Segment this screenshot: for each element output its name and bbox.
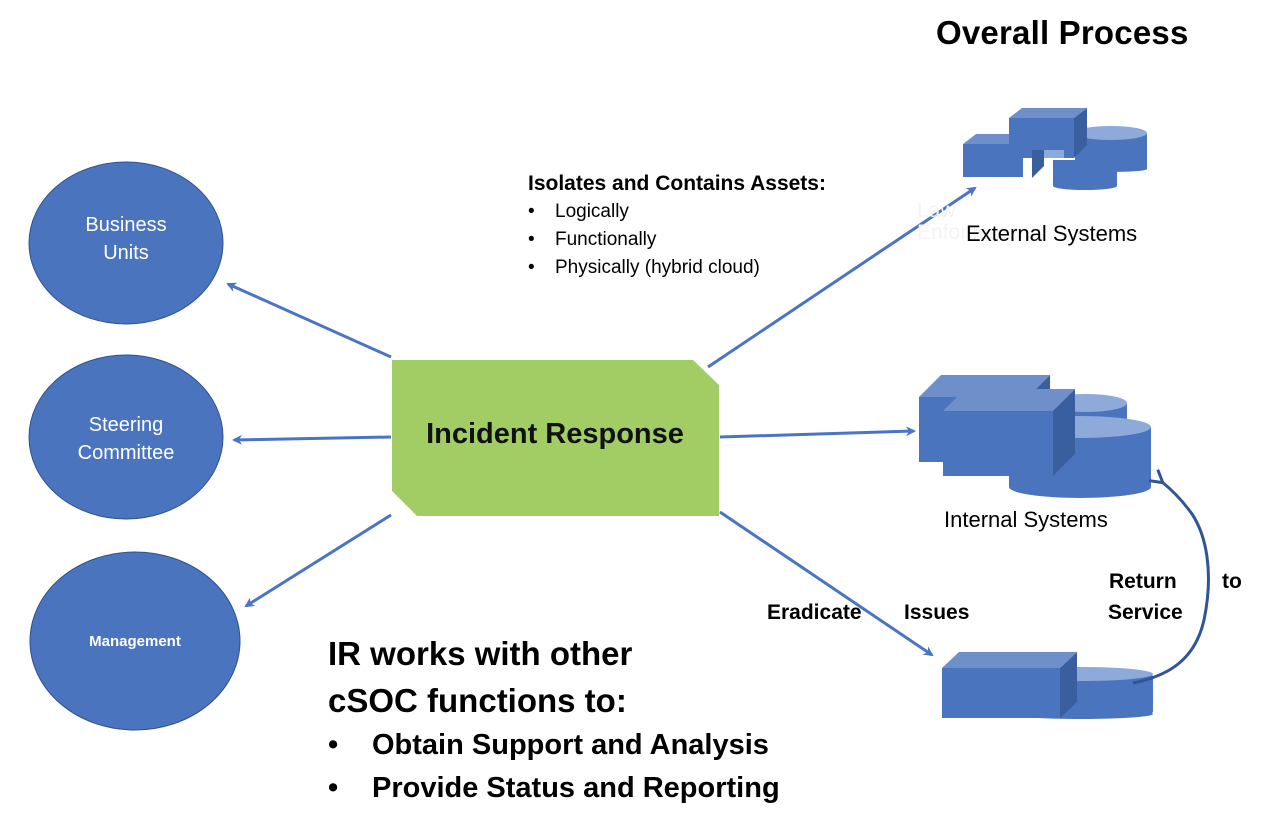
isolates-item: Physically (hybrid cloud) (528, 254, 826, 282)
return-label-word3: Service (1108, 601, 1183, 624)
eradicate-label-word1: Eradicate (767, 601, 862, 624)
ghost-line2: Enforcement (917, 221, 1037, 244)
summary-heading-line2: cSOC functions to: (328, 682, 627, 719)
business-units-node (28, 161, 224, 325)
summary-list: Obtain Support and Analysis Provide Stat… (328, 724, 780, 810)
steering-committee-node (28, 354, 224, 520)
management-node (29, 551, 241, 731)
summary-heading-line1: IR works with other (328, 635, 633, 672)
arrow-to-remediation-system (719, 510, 934, 657)
arrow-to-management (244, 513, 392, 608)
management-label-line1: Management (89, 633, 181, 650)
external-systems-icon (963, 108, 1147, 190)
remediation-system-icon (942, 652, 1153, 719)
isolates-item: Functionally (528, 226, 826, 254)
isolates-heading: Isolates and Contains Assets: (528, 172, 826, 195)
arrow-to-external-systems (707, 186, 977, 369)
steering-committee-label: Steering Committee (29, 411, 223, 467)
incident-response-label: Incident Response (426, 418, 684, 450)
steering-committee-label-line1: Steering (88, 414, 164, 436)
arrow-to-internal-systems (719, 426, 916, 439)
summary-item: Obtain Support and Analysis (328, 724, 780, 767)
internal-systems-label: Internal Systems (944, 507, 1108, 532)
law-enforcement-ghost-label: Law Enforcement (917, 200, 1036, 244)
incident-response-node (392, 360, 719, 516)
management-label: Management (30, 628, 240, 656)
ghost-line1: Law (917, 199, 956, 222)
steering-committee-label-line2: Committee (77, 442, 175, 464)
arrow-to-business-units (226, 282, 392, 359)
summary-item: Provide Status and Reporting (328, 767, 780, 810)
isolates-contains-block: Isolates and Contains Assets: Logically … (528, 172, 826, 282)
return-to-service-arrow (1132, 482, 1210, 685)
return-label-word2: to (1222, 570, 1242, 593)
return-label-word1: Return (1109, 570, 1177, 593)
isolates-item: Logically (528, 198, 826, 226)
summary-block: IR works with other cSOC functions to: O… (328, 630, 780, 810)
business-units-label-line1: Business (85, 214, 167, 236)
external-systems-label: External Systems (966, 221, 1138, 246)
eradicate-label-word2: Issues (904, 601, 970, 624)
internal-systems-icon (919, 375, 1151, 498)
isolates-list: Logically Functionally Physically (hybri… (528, 198, 826, 282)
business-units-label: Business Units (29, 211, 223, 267)
business-units-label-line2: Units (103, 242, 149, 264)
arrow-to-steering-committee (232, 434, 392, 445)
page-title: Overall Process (936, 14, 1189, 51)
